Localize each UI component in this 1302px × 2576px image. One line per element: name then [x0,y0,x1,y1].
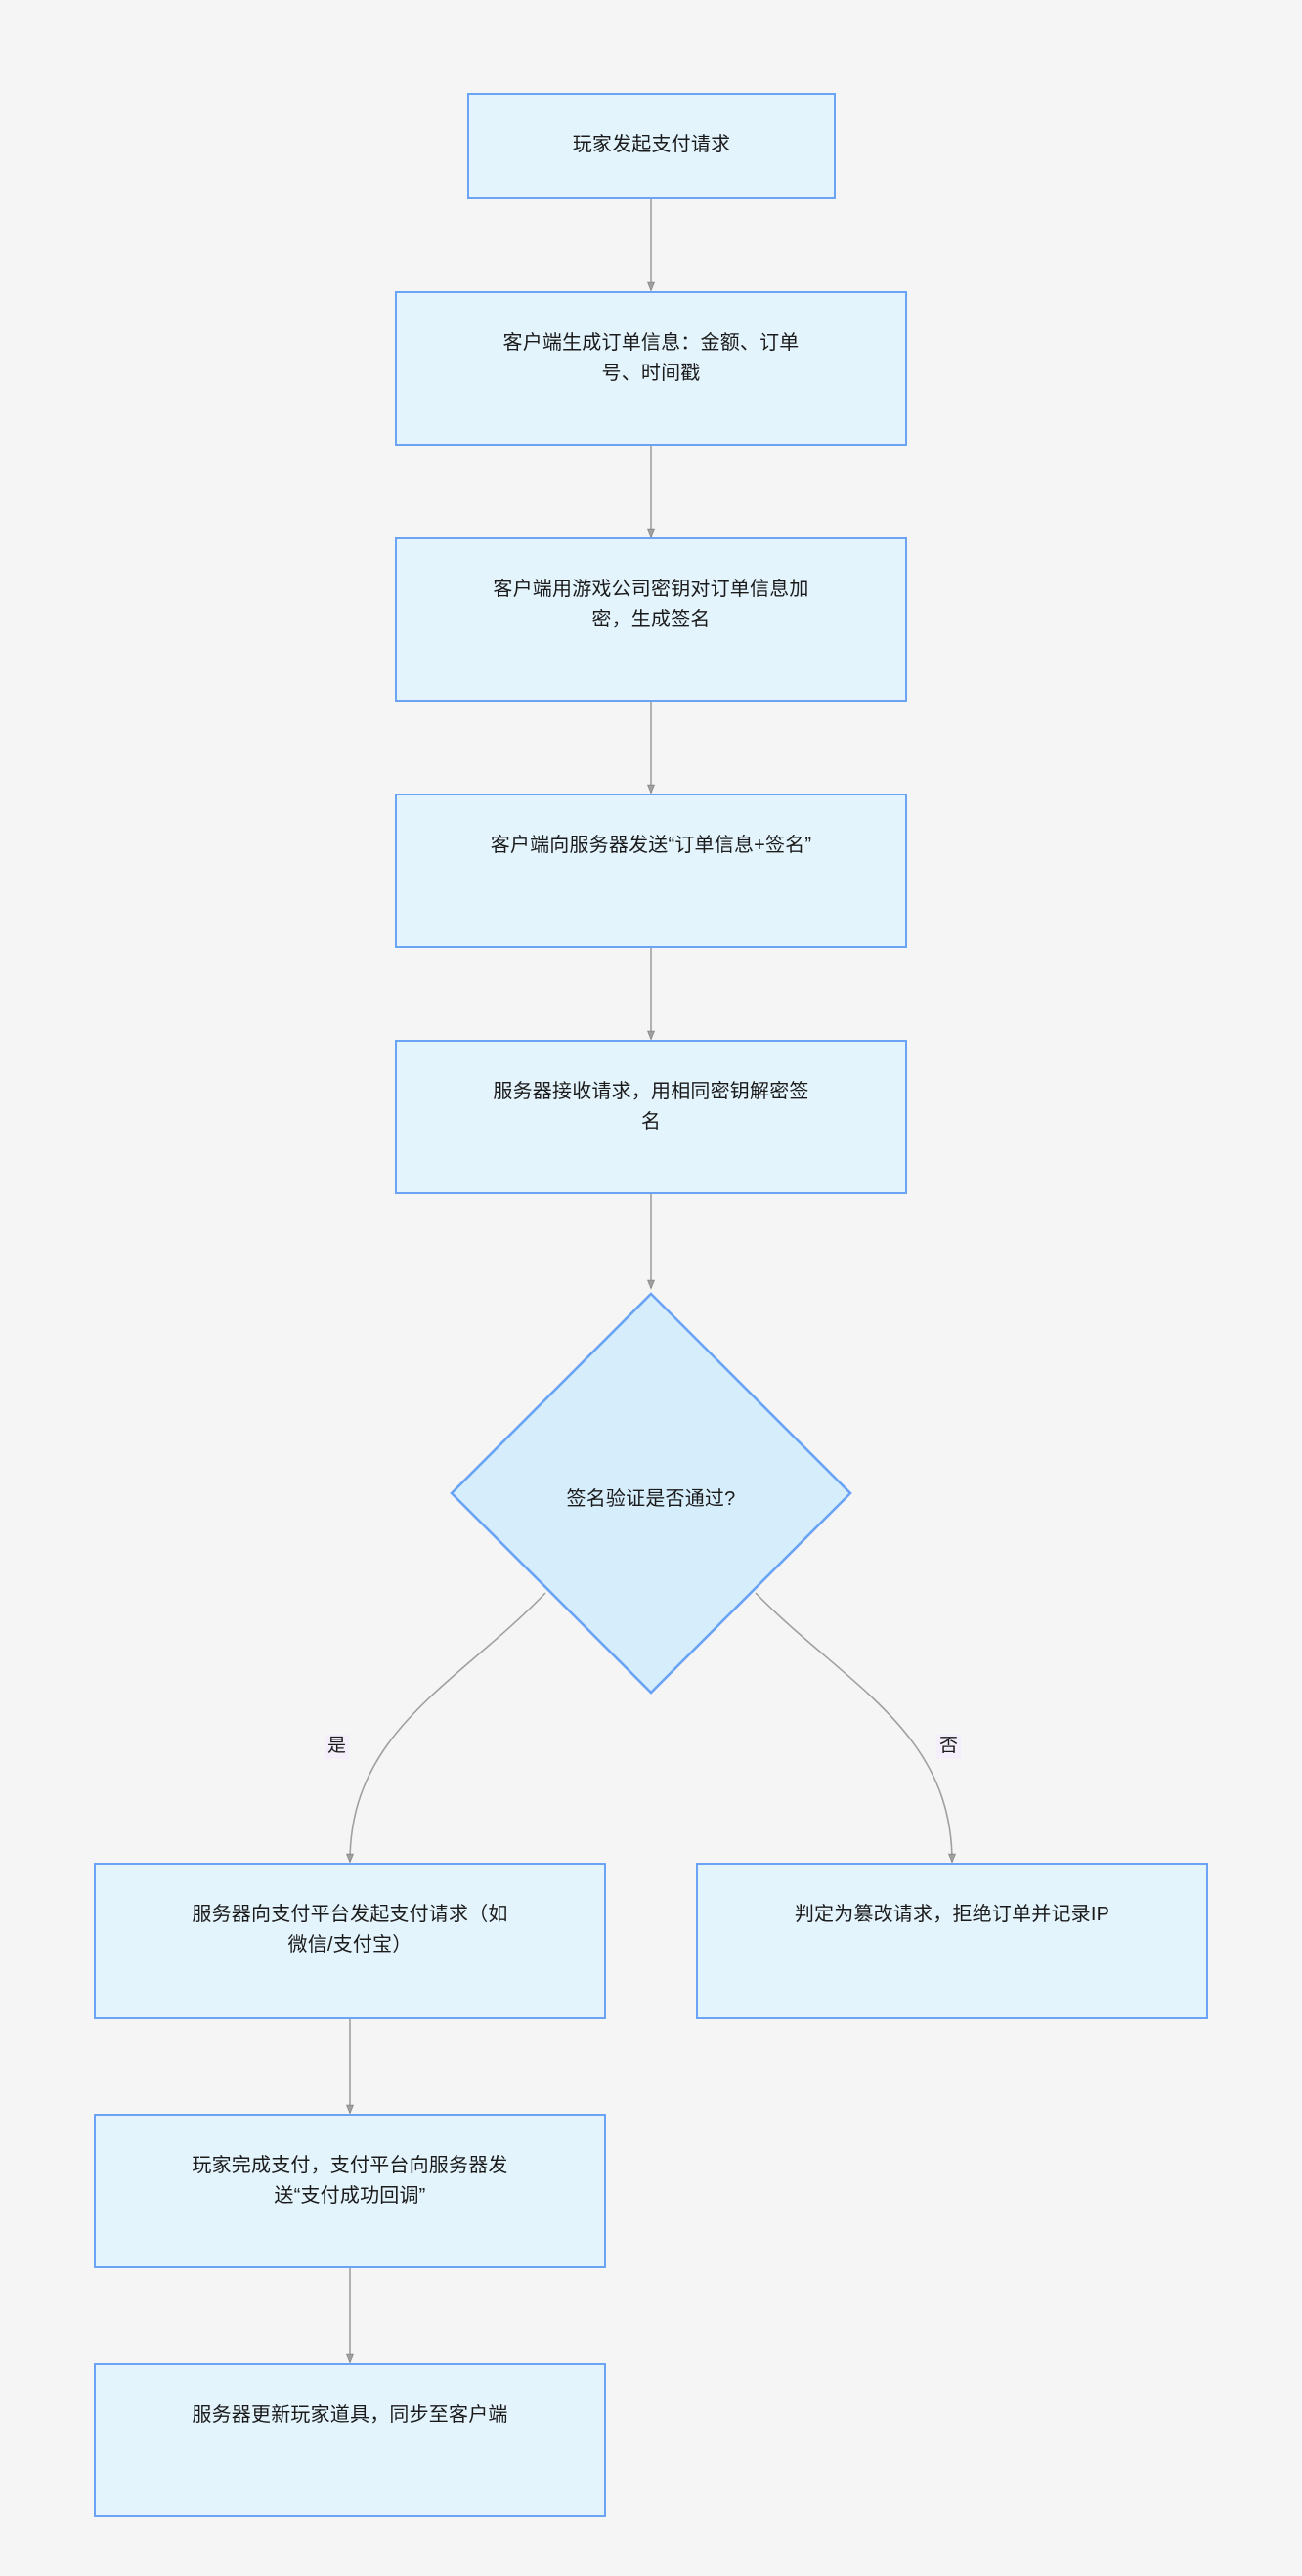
node-label: 服务器向支付平台发起支付请求（如 微信/支付宝） [192,1904,508,1955]
node-server-receives-and-decrypts[interactable]: 服务器接收请求，用相同密钥解密签 名 [395,1040,907,1194]
node-label: 玩家发起支付请求 [572,134,731,155]
node-client-generates-order-info[interactable]: 客户端生成订单信息：金额、订单 号、时间戳 [395,291,907,446]
node-label: 服务器更新玩家道具，同步至客户端 [192,2404,508,2426]
node-signature-verification-decision[interactable]: 签名验证是否通过? [448,1290,854,1696]
node-reject-tampered-request[interactable]: 判定为篡改请求，拒绝订单并记录IP [696,1863,1208,2019]
node-player-initiates-payment[interactable]: 玩家发起支付请求 [467,93,836,199]
diamond-shape [450,1292,852,1695]
node-server-updates-items-sync-client[interactable]: 服务器更新玩家道具，同步至客户端 [94,2363,606,2517]
node-client-sends-order-and-signature[interactable]: 客户端向服务器发送“订单信息+签名” [395,794,907,948]
node-label: 签名验证是否通过? [566,1488,736,1510]
node-label: 玩家完成支付，支付平台向服务器发 送“支付成功回调” [192,2155,508,2207]
node-client-encrypts-with-key[interactable]: 客户端用游戏公司密钥对订单信息加 密，生成签名 [395,537,907,702]
node-label: 客户端用游戏公司密钥对订单信息加 密，生成签名 [493,579,809,630]
node-label: 服务器接收请求，用相同密钥解密签 名 [493,1081,809,1133]
node-label: 客户端生成订单信息：金额、订单 号、时间戳 [502,332,800,384]
edge-label-no: 否 [936,1735,962,1759]
node-server-requests-payment-platform[interactable]: 服务器向支付平台发起支付请求（如 微信/支付宝） [94,1863,606,2019]
node-player-completes-payment-callback[interactable]: 玩家完成支付，支付平台向服务器发 送“支付成功回调” [94,2114,606,2268]
edge-label-yes: 是 [325,1735,350,1759]
node-label: 客户端向服务器发送“订单信息+签名” [490,835,812,856]
node-label: 判定为篡改请求，拒绝订单并记录IP [794,1904,1110,1925]
